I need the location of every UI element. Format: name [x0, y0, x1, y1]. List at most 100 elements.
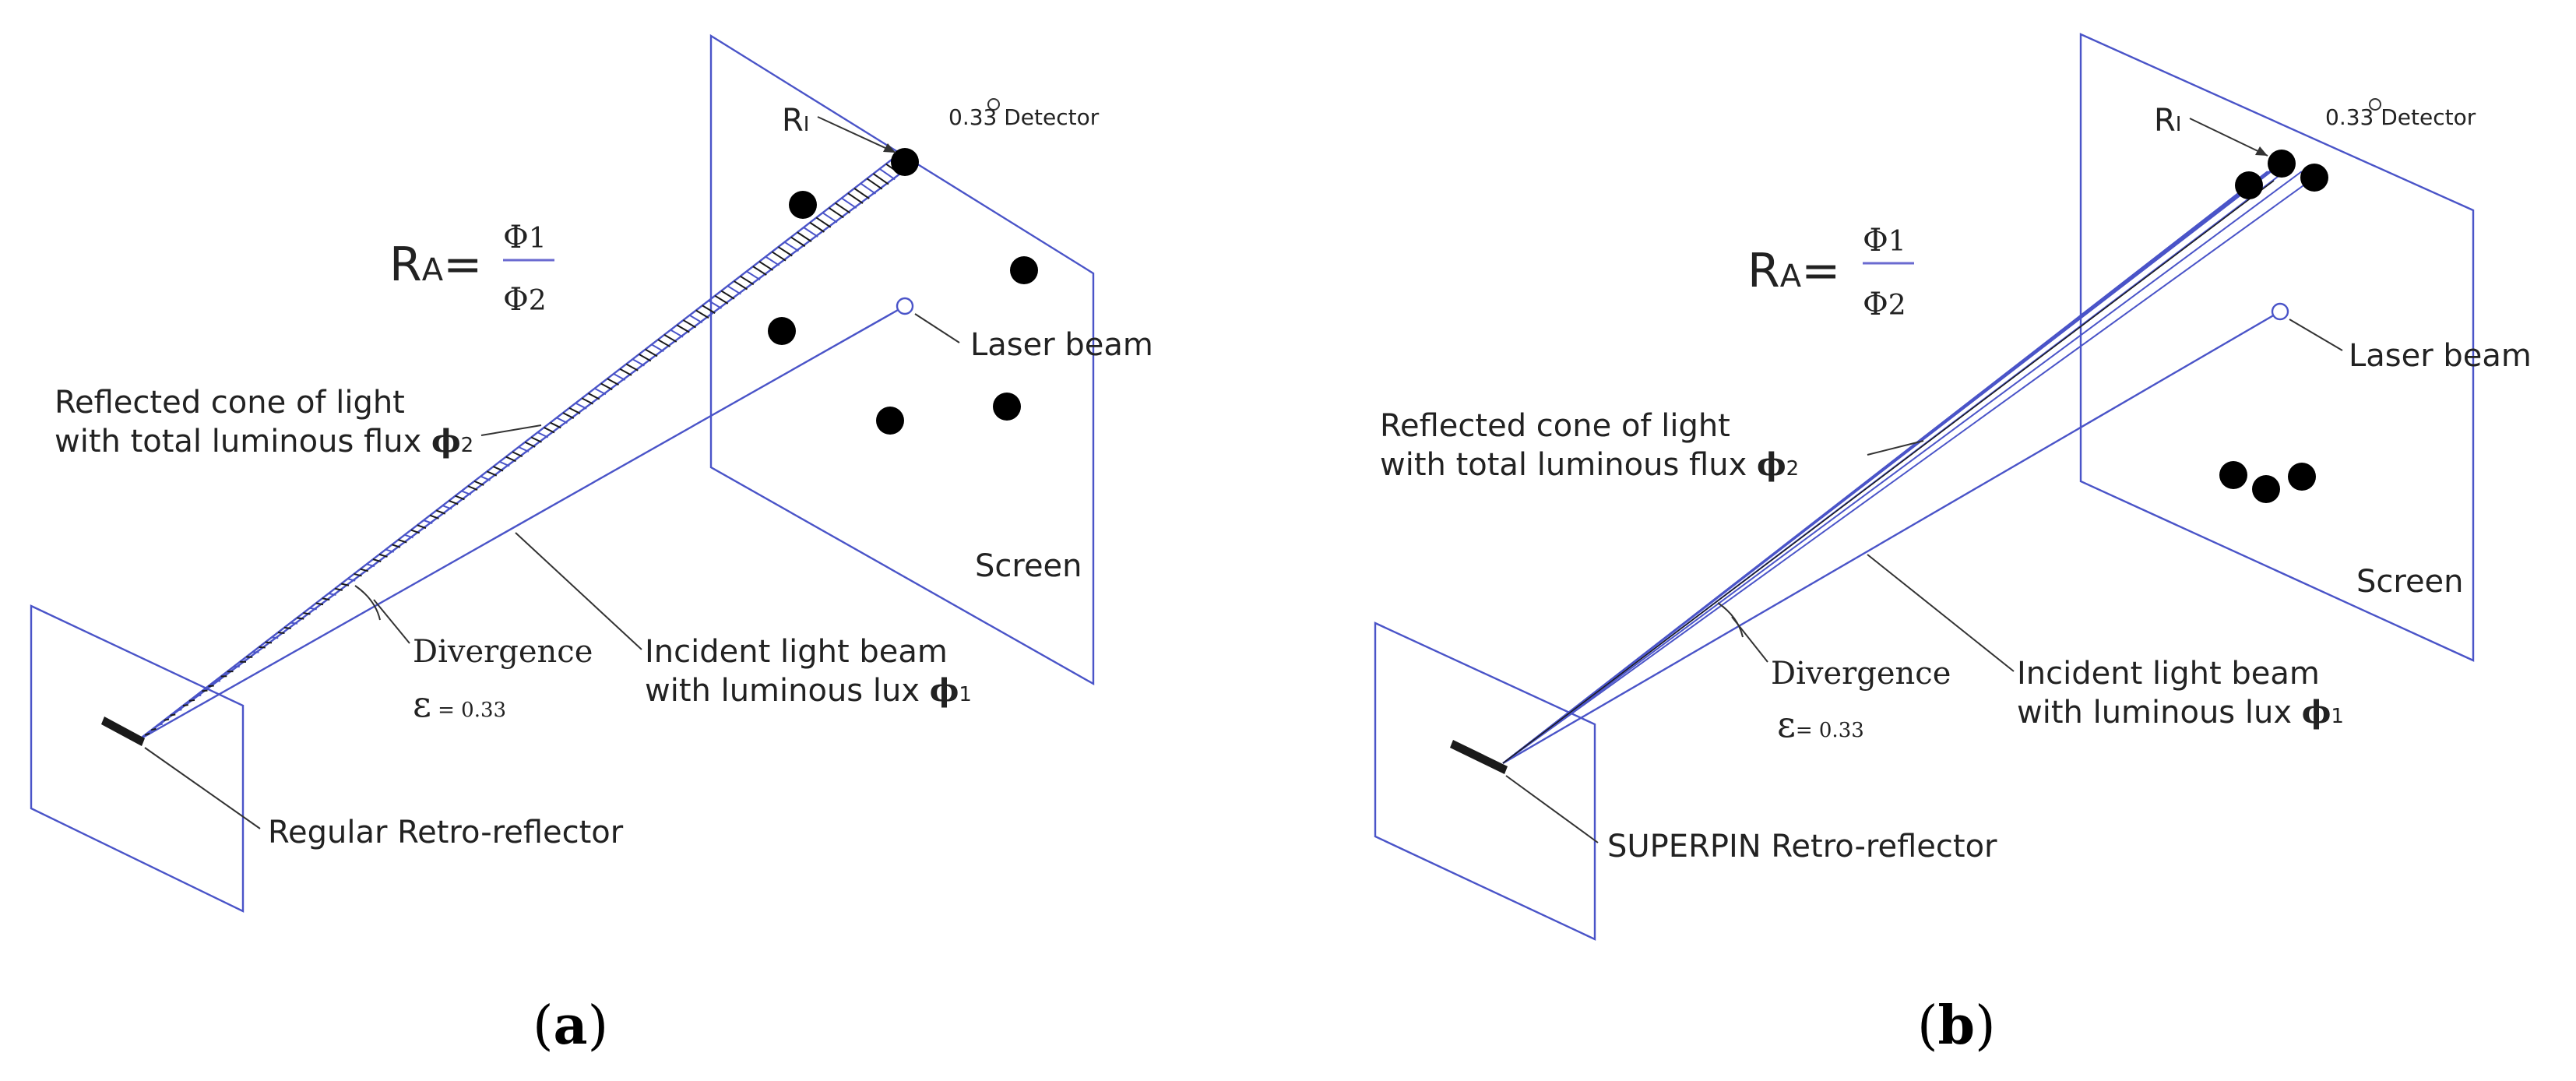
ri-label: RI: [782, 103, 809, 139]
hatch-stroke: [360, 568, 369, 572]
hatch-stroke: [866, 178, 883, 190]
hatch-stroke: [651, 343, 664, 353]
hatch-stroke: [341, 583, 350, 586]
svg-text:RA=: RA=: [1747, 244, 1840, 298]
hatch-stroke: [480, 475, 491, 481]
hatch-stroke: [435, 509, 446, 515]
reflection-dot: [2252, 475, 2280, 503]
retro-leader: [144, 747, 261, 829]
retro-leader: [1505, 775, 1599, 843]
laser-beam-spot: [2271, 302, 2289, 321]
hatch-stroke: [392, 544, 401, 548]
formula-eq: =: [1801, 244, 1840, 298]
ri-label: RI: [2154, 103, 2181, 139]
hatch-stroke: [505, 456, 516, 463]
reflected-cone-label-line1: Reflected cone of light: [1380, 408, 1730, 444]
hatch-stroke: [259, 646, 266, 649]
reflection-dot: [2288, 463, 2316, 491]
detector-ring: [987, 98, 1000, 111]
hatch-stroke: [518, 446, 530, 452]
reflected-cone-label-line2: with total luminous flux ϕ2: [55, 423, 473, 460]
hatch-stroke: [144, 732, 150, 736]
hatch-stroke: [303, 612, 311, 615]
hatch-stroke: [195, 694, 202, 697]
reflection-dot: [768, 317, 796, 345]
hatch-stroke: [404, 533, 413, 539]
hatch-stroke: [720, 290, 735, 300]
hatch-stroke: [455, 495, 465, 501]
reflected-leader: [1867, 440, 1924, 456]
hatch-stroke: [797, 231, 812, 242]
screen-label: Screen: [975, 548, 1082, 584]
hatch-stroke: [164, 718, 170, 721]
formula-lhs: R: [389, 238, 422, 292]
divergence-leader: [1731, 616, 1768, 663]
hatch-stroke: [765, 255, 780, 266]
hatch-stroke: [347, 578, 356, 582]
hatch-stroke: [366, 563, 375, 568]
formula-denominator: Φ: [1863, 287, 1888, 322]
retro-reflector-label: SUPERPIN Retro-reflector: [1607, 829, 1997, 864]
hatch-stroke: [695, 309, 709, 319]
incident-leader: [515, 532, 642, 650]
reflection-dot: [789, 191, 817, 219]
svg-text:RA=: RA=: [389, 238, 482, 292]
laser-beam-spot: [896, 297, 914, 315]
reflected-cone-label-line2: with total luminous flux ϕ2: [1380, 446, 1799, 483]
hatch-stroke: [841, 197, 857, 210]
hatch-stroke: [277, 632, 285, 635]
hatch-stroke: [524, 441, 536, 448]
hatch-stroke: [550, 421, 561, 429]
hatch-stroke: [879, 167, 896, 181]
epsilon-label: ε= 0.33: [1777, 703, 1864, 745]
reflected-ray: [1502, 180, 2275, 764]
hatch-stroke: [632, 358, 645, 367]
hatch-stroke: [283, 626, 291, 629]
divergence-label: Divergence: [1771, 656, 1951, 692]
svg-text:Φ2: Φ2: [1863, 287, 1906, 322]
hatch-stroke: [734, 280, 748, 290]
formula-lhs: R: [1747, 244, 1780, 298]
hatch-stroke: [740, 275, 755, 286]
hatch-stroke: [835, 202, 851, 214]
hatch-stroke: [815, 217, 832, 228]
retro-reflector: [101, 717, 145, 746]
hatch-stroke: [625, 363, 639, 371]
detector-ring: [2369, 98, 2381, 111]
svg-text:Φ2: Φ2: [503, 282, 547, 318]
panel-label-b: (b): [1917, 995, 1996, 1057]
hatch-stroke: [847, 192, 864, 204]
hatch-stroke: [417, 524, 427, 530]
hatch-stroke: [588, 393, 600, 400]
retro-reflector-plane: [30, 604, 245, 913]
hatch-stroke: [354, 572, 362, 577]
ri-leader: [817, 116, 896, 153]
detector-label: 0.33 Detector: [2325, 104, 2476, 130]
reflected-cone-label-line1: Reflected cone of light: [55, 385, 405, 421]
hatch-stroke: [702, 305, 716, 314]
hatch-stroke: [309, 607, 317, 611]
hatch-stroke: [499, 460, 510, 467]
hatch-stroke: [670, 329, 684, 338]
ra-formula: RA= Φ1 Φ2: [389, 220, 554, 318]
hatch-stroke: [771, 251, 787, 262]
hatch-stroke: [809, 221, 825, 233]
hatch-stroke: [613, 373, 626, 381]
hatch-stroke: [461, 490, 472, 496]
formula-denominator: Φ: [503, 282, 529, 318]
hatch-stroke: [600, 382, 613, 391]
reflected-leader: [480, 424, 542, 436]
screen-plane: [2079, 33, 2475, 662]
reflection-dot: [876, 407, 904, 435]
formula-lhs-sub: A: [422, 252, 444, 288]
divergence-arc: [354, 585, 381, 621]
formula-lhs-sub: A: [1780, 259, 1802, 294]
ri-leader: [2189, 118, 2268, 157]
hatch-stroke: [746, 270, 761, 281]
incident-beam: [1502, 310, 2281, 765]
hatch-stroke: [727, 285, 741, 295]
hatch-stroke: [708, 300, 723, 309]
hatch-stroke: [575, 402, 587, 410]
incident-beam-label-line2: with luminous lux ϕ1: [2017, 694, 2344, 731]
divergence-arc: [1717, 602, 1744, 638]
